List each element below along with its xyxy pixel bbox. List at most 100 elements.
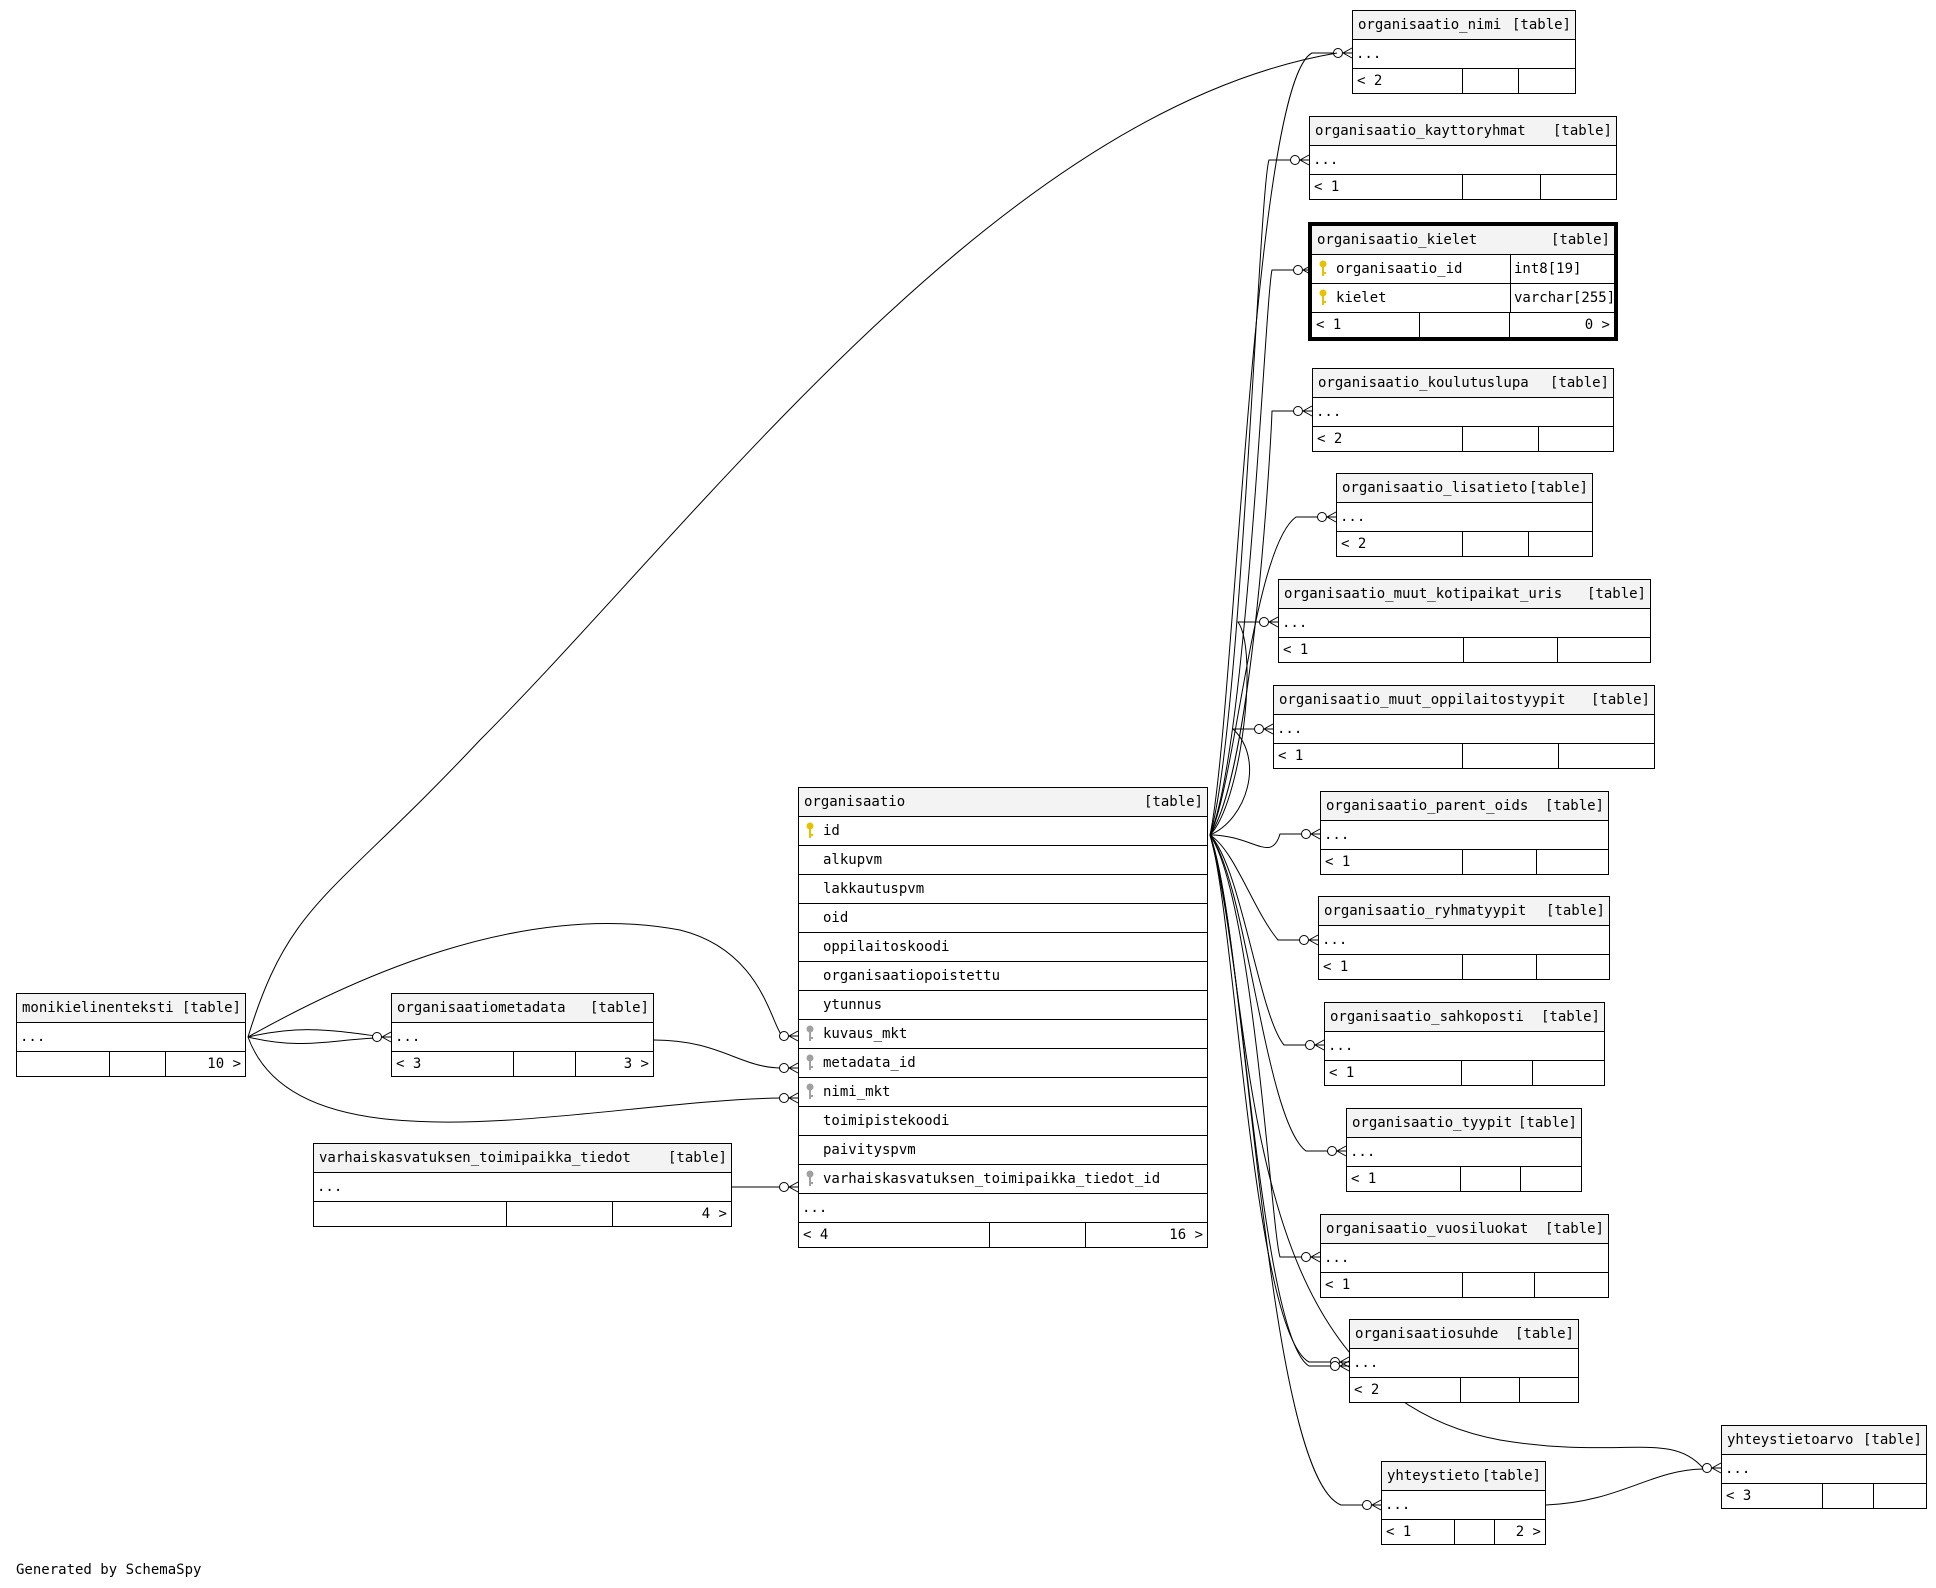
- table-name[interactable]: organisaatio_nimi: [1358, 17, 1502, 33]
- row-count[interactable]: [989, 1223, 1085, 1247]
- column-row[interactable]: varhaiskasvatuksen_toimipaikka_tiedot_id: [799, 1165, 1207, 1194]
- child-count[interactable]: [1536, 850, 1608, 874]
- child-count[interactable]: 0 >: [1508, 313, 1614, 337]
- row-count[interactable]: [1461, 175, 1541, 199]
- table-name[interactable]: organisaatio_vuosiluokat: [1326, 1221, 1529, 1237]
- more-columns-row[interactable]: ...: [1310, 146, 1616, 175]
- column-row[interactable]: organisaatiopoistettu: [799, 962, 1207, 991]
- parent-count[interactable]: < 1: [1325, 854, 1351, 870]
- more-columns-row[interactable]: ...: [314, 1173, 731, 1202]
- more-columns-row[interactable]: ...: [1274, 715, 1654, 744]
- column-row[interactable]: toimipistekoodi: [799, 1107, 1207, 1136]
- child-count[interactable]: [1536, 955, 1609, 979]
- row-count[interactable]: [1821, 1484, 1874, 1508]
- table-name[interactable]: organisaatio_parent_oids: [1326, 798, 1529, 814]
- parent-count[interactable]: < 2: [1341, 536, 1367, 552]
- row-count[interactable]: [109, 1052, 165, 1076]
- table-name[interactable]: organisaatio_koulutuslupa: [1318, 375, 1529, 391]
- child-count[interactable]: [1557, 638, 1650, 662]
- more-columns-row[interactable]: ...: [1279, 609, 1650, 638]
- parent-count[interactable]: < 1: [1316, 317, 1342, 333]
- child-count[interactable]: [1558, 744, 1654, 768]
- table-organisaatio-lisatieto[interactable]: organisaatio_lisatieto[table]...< 2: [1336, 473, 1593, 557]
- row-count[interactable]: [1461, 1273, 1534, 1297]
- row-count[interactable]: [1461, 69, 1518, 93]
- table-name[interactable]: monikielinenteksti: [22, 1000, 174, 1016]
- table-organisaatio-kielet[interactable]: organisaatio_kielet[table]organisaatio_i…: [1308, 222, 1618, 341]
- more-columns-row[interactable]: ...: [1337, 503, 1592, 532]
- parent-count[interactable]: < 1: [1323, 959, 1349, 975]
- more-columns-row[interactable]: ...: [17, 1023, 245, 1052]
- column-row[interactable]: kuvaus_mkt: [799, 1020, 1207, 1049]
- parent-count[interactable]: < 2: [1357, 73, 1383, 89]
- more-columns-row[interactable]: ...: [392, 1023, 653, 1052]
- row-count[interactable]: [1461, 532, 1529, 556]
- row-count[interactable]: [513, 1052, 575, 1076]
- table-organisaatio-muut-kotipaikat-uris[interactable]: organisaatio_muut_kotipaikat_uris[table]…: [1278, 579, 1651, 663]
- more-columns-row[interactable]: ...: [1321, 821, 1608, 850]
- parent-count[interactable]: < 1: [1351, 1171, 1377, 1187]
- column-row[interactable]: lakkautuspvm: [799, 875, 1207, 904]
- table-name[interactable]: organisaatio_tyypit: [1352, 1115, 1513, 1131]
- parent-count[interactable]: < 1: [1314, 179, 1340, 195]
- column-row[interactable]: nimi_mkt: [799, 1078, 1207, 1107]
- child-count[interactable]: [1517, 69, 1576, 93]
- child-count[interactable]: [1873, 1484, 1926, 1508]
- table-organisaatio-tyypit[interactable]: organisaatio_tyypit[table]...< 1: [1346, 1108, 1582, 1192]
- table-yhteystietoarvo[interactable]: yhteystietoarvo[table]...< 3: [1721, 1425, 1927, 1509]
- table-organisaatio-parent-oids[interactable]: organisaatio_parent_oids[table]...< 1: [1320, 791, 1609, 875]
- more-columns-row[interactable]: ...: [1382, 1491, 1545, 1520]
- table-organisaatio-sahkoposti[interactable]: organisaatio_sahkoposti[table]...< 1: [1324, 1002, 1605, 1086]
- more-columns-row[interactable]: ...: [1321, 1244, 1608, 1273]
- parent-count[interactable]: < 1: [1283, 642, 1309, 658]
- more-columns-row[interactable]: ...: [1722, 1455, 1926, 1484]
- row-count[interactable]: [1461, 955, 1537, 979]
- row-count[interactable]: [1461, 427, 1539, 451]
- column-row[interactable]: oid: [799, 904, 1207, 933]
- more-columns-row[interactable]: ...: [1347, 1138, 1581, 1167]
- more-columns-row[interactable]: ...: [799, 1194, 1207, 1223]
- table-organisaatio-kayttoryhmat[interactable]: organisaatio_kayttoryhmat[table]...< 1: [1309, 116, 1617, 200]
- parent-count[interactable]: < 3: [396, 1056, 422, 1072]
- parent-count[interactable]: < 2: [1317, 431, 1343, 447]
- child-count[interactable]: 4 >: [611, 1202, 731, 1226]
- table-organisaatio-koulutuslupa[interactable]: organisaatio_koulutuslupa[table]...< 2: [1312, 368, 1614, 452]
- parent-count[interactable]: < 2: [1354, 1382, 1380, 1398]
- column-row[interactable]: metadata_id: [799, 1049, 1207, 1078]
- table-organisaatio-nimi[interactable]: organisaatio_nimi[table]...< 2: [1352, 10, 1576, 94]
- child-count[interactable]: 10 >: [164, 1052, 245, 1076]
- column-row[interactable]: alkupvm: [799, 846, 1207, 875]
- child-count[interactable]: 2 >: [1493, 1520, 1545, 1544]
- parent-count[interactable]: < 1: [1329, 1065, 1355, 1081]
- child-count[interactable]: 3 >: [574, 1052, 653, 1076]
- child-count[interactable]: [1533, 1273, 1609, 1297]
- table-name[interactable]: organisaatiosuhde: [1355, 1326, 1499, 1342]
- parent-count[interactable]: < 1: [1386, 1524, 1412, 1540]
- row-count[interactable]: [1454, 1520, 1494, 1544]
- child-count[interactable]: [1531, 1061, 1605, 1085]
- table-organisaatiosuhde[interactable]: organisaatiosuhde[table]...< 2: [1349, 1319, 1579, 1403]
- table-name[interactable]: organisaatiometadata: [397, 1000, 566, 1016]
- table-name[interactable]: yhteystieto: [1387, 1468, 1480, 1484]
- child-count[interactable]: [1519, 1167, 1582, 1191]
- table-organisaatio-vuosiluokat[interactable]: organisaatio_vuosiluokat[table]...< 1: [1320, 1214, 1609, 1298]
- more-columns-row[interactable]: ...: [1353, 40, 1575, 69]
- table-name[interactable]: organisaatio_sahkoposti: [1330, 1009, 1524, 1025]
- table-name[interactable]: varhaiskasvatuksen_toimipaikka_tiedot: [319, 1150, 631, 1166]
- parent-count[interactable]: < 1: [1325, 1277, 1351, 1293]
- column-row[interactable]: id: [799, 817, 1207, 846]
- child-count[interactable]: [1538, 427, 1613, 451]
- child-count[interactable]: [1540, 175, 1616, 199]
- parent-count[interactable]: < 3: [1726, 1488, 1752, 1504]
- row-count[interactable]: [1462, 638, 1558, 662]
- more-columns-row[interactable]: ...: [1325, 1032, 1604, 1061]
- row-count[interactable]: [1461, 850, 1537, 874]
- table-name[interactable]: organisaatio_lisatieto: [1342, 480, 1528, 496]
- table-name[interactable]: organisaatio_kielet: [1317, 232, 1478, 248]
- row-count[interactable]: [506, 1202, 612, 1226]
- table-organisaatio-muut-oppilaitostyypit[interactable]: organisaatio_muut_oppilaitostyypit[table…: [1273, 685, 1655, 769]
- row-count[interactable]: [1419, 313, 1509, 337]
- child-count[interactable]: 16 >: [1084, 1223, 1207, 1247]
